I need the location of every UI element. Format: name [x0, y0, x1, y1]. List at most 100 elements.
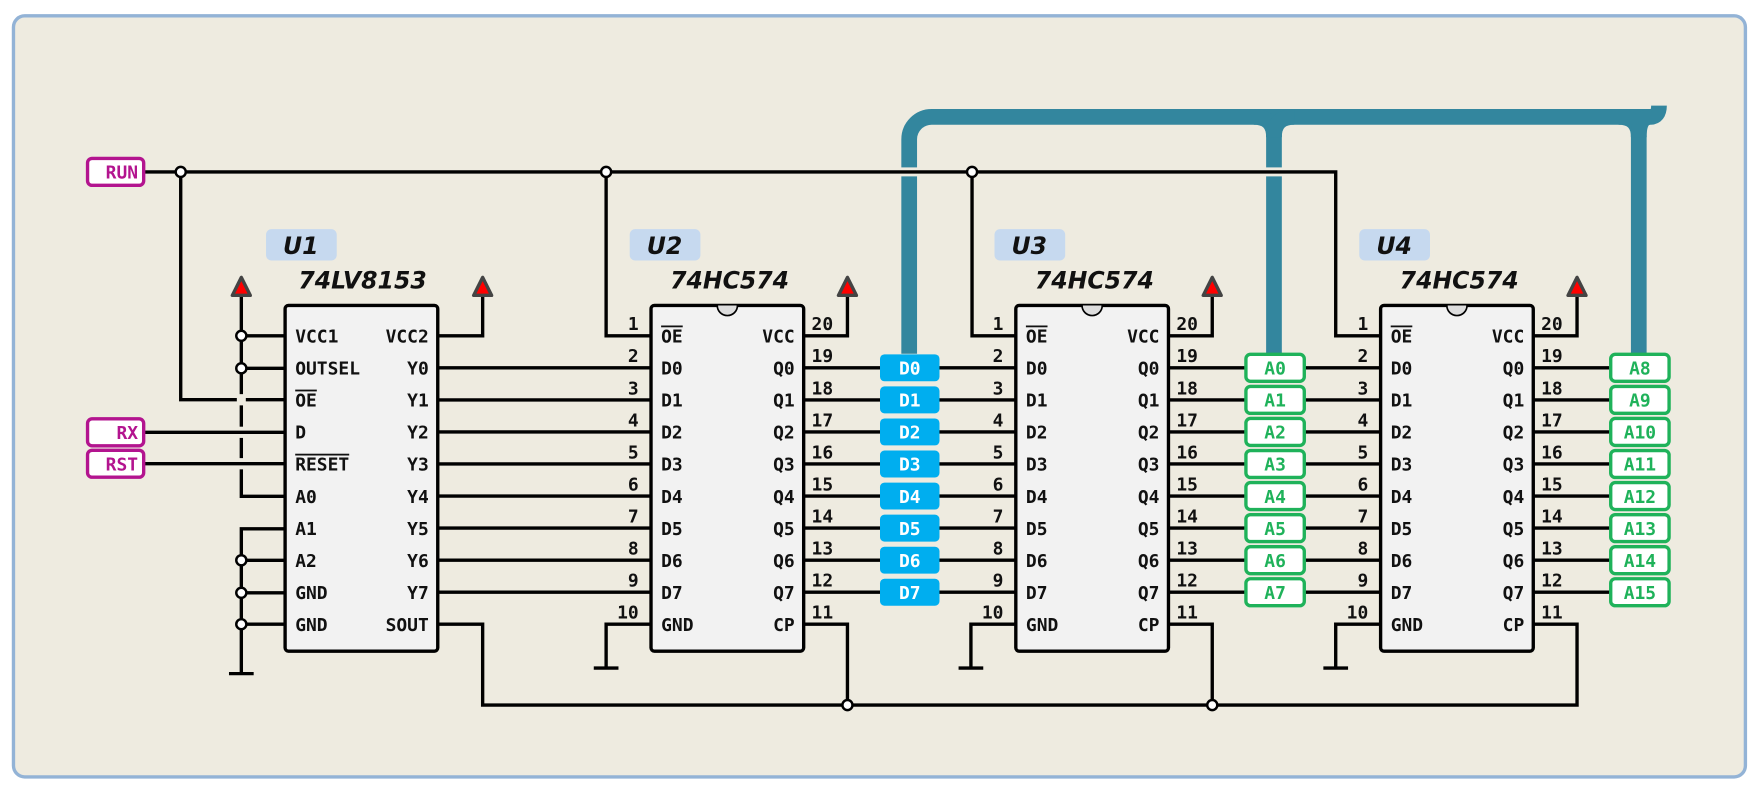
junction-dot [235, 553, 248, 567]
bus-segment [1630, 109, 1651, 138]
pin-label: Y1 [407, 391, 429, 412]
junction-dot [1205, 698, 1219, 712]
pin-label: Q4 [1503, 487, 1525, 508]
pin-number: 6 [628, 474, 639, 495]
pin-number: 19 [1176, 346, 1198, 367]
pin-label: Q3 [1138, 455, 1160, 476]
pin-number: 14 [812, 506, 834, 527]
pin-label: D [295, 423, 306, 444]
pin-label: D3 [661, 455, 683, 476]
ref-badge [266, 229, 337, 261]
pin-label: D6 [1026, 551, 1048, 572]
pin-number: 18 [1541, 378, 1563, 399]
pin-number: 10 [617, 603, 639, 624]
pin-label: Q2 [773, 423, 795, 444]
pin-label: A0 [295, 487, 317, 508]
bus-tag-d4 [880, 482, 940, 510]
pin-label: D6 [1391, 551, 1413, 572]
run-to-u2-oe [604, 171, 652, 338]
u3-cp-wire [1168, 622, 1214, 706]
pin-label: OE [1026, 327, 1048, 348]
bus-tag-text: A15 [1624, 583, 1656, 604]
pin-label: D0 [661, 359, 683, 380]
pin-number: 13 [1541, 539, 1563, 560]
pin-label: GND [295, 615, 327, 636]
chip-u3 [994, 229, 1171, 653]
pin-number: 10 [1347, 603, 1369, 624]
pin-label: D5 [661, 519, 683, 540]
pin-number: 4 [1357, 410, 1368, 431]
pin-label: D7 [1026, 583, 1048, 604]
pin-number: 2 [993, 346, 1004, 367]
pin-label: Y3 [407, 455, 429, 476]
bus-tag-text: A10 [1624, 423, 1656, 444]
bus-tag-text: D7 [899, 583, 921, 604]
pin-label: Y2 [407, 423, 429, 444]
pin-number: 8 [628, 539, 639, 560]
pin-number: 7 [993, 506, 1004, 527]
pin-label: Q0 [1503, 359, 1525, 380]
pin-number: 11 [812, 603, 834, 624]
pin-label: Y7 [407, 583, 429, 604]
pin-number: 8 [993, 539, 1004, 560]
bus-tag-a8 [1609, 352, 1671, 383]
chip-body [283, 303, 440, 653]
pin-number: 18 [1176, 378, 1198, 399]
pin-label: OE [661, 327, 683, 348]
pin-label: Y4 [407, 487, 429, 508]
pin-number: 14 [1541, 506, 1563, 527]
bus-tag-text: A0 [1264, 359, 1286, 380]
pin-label: Q0 [1138, 359, 1160, 380]
pin-label: Y0 [407, 359, 429, 380]
bus-tag-d5 [880, 514, 940, 542]
pin-label: VCC [762, 327, 794, 348]
junction-dot [235, 329, 248, 343]
pin-number: 2 [1357, 346, 1368, 367]
pin-number: 7 [1357, 506, 1368, 527]
net-label-rx [85, 417, 146, 448]
bus-segment [901, 105, 1667, 354]
power-supply-icon [1566, 275, 1588, 298]
pin-number: 17 [1541, 410, 1563, 431]
pin-label: VCC [1127, 327, 1159, 348]
vcc-wire [1533, 296, 1579, 338]
bus-tag-a0 [1244, 352, 1306, 383]
ref-designator: U2 [647, 232, 683, 260]
pin-label: Q7 [1503, 583, 1525, 604]
power-supply-icon [836, 275, 859, 298]
pin-label: GND [1026, 615, 1058, 636]
junction-dot [841, 698, 854, 712]
pin-number: 17 [1176, 410, 1198, 431]
power-supply-icon [1201, 275, 1223, 298]
ref-badge [994, 229, 1066, 261]
bus-tag-text: A8 [1629, 359, 1651, 380]
pin-number: 6 [1357, 474, 1368, 495]
pin-number: 13 [1176, 539, 1198, 560]
run-to-u1-oe [179, 171, 286, 402]
pin-number: 14 [1176, 506, 1198, 527]
pin-number: 10 [982, 603, 1004, 624]
pin-number: 3 [628, 378, 639, 399]
pin-number: 19 [1541, 346, 1563, 367]
part-number: 74HC574 [1035, 267, 1154, 295]
chip-notch [716, 305, 739, 317]
bus-tag-a5 [1244, 512, 1306, 544]
chip-notch [1445, 305, 1468, 317]
pin-label: Q5 [1138, 519, 1160, 540]
junction-dot [235, 617, 248, 631]
pin-label: A2 [295, 551, 317, 572]
net-label-run [85, 156, 146, 188]
ref-designator: U3 [1012, 232, 1048, 260]
bus-tag-a4 [1244, 480, 1306, 512]
bus-tag-text: A2 [1264, 423, 1286, 444]
pin-number: 20 [1176, 314, 1198, 335]
vcc-wire [803, 296, 850, 338]
pin-label: Q4 [773, 487, 795, 508]
part-number: 74LV8153 [298, 267, 426, 295]
pin-label: GND [295, 583, 327, 604]
bus-tag-d1 [880, 386, 940, 414]
diagram-frame [11, 14, 1748, 779]
net-label-text: RUN [106, 163, 138, 184]
junction-dot [235, 362, 248, 375]
